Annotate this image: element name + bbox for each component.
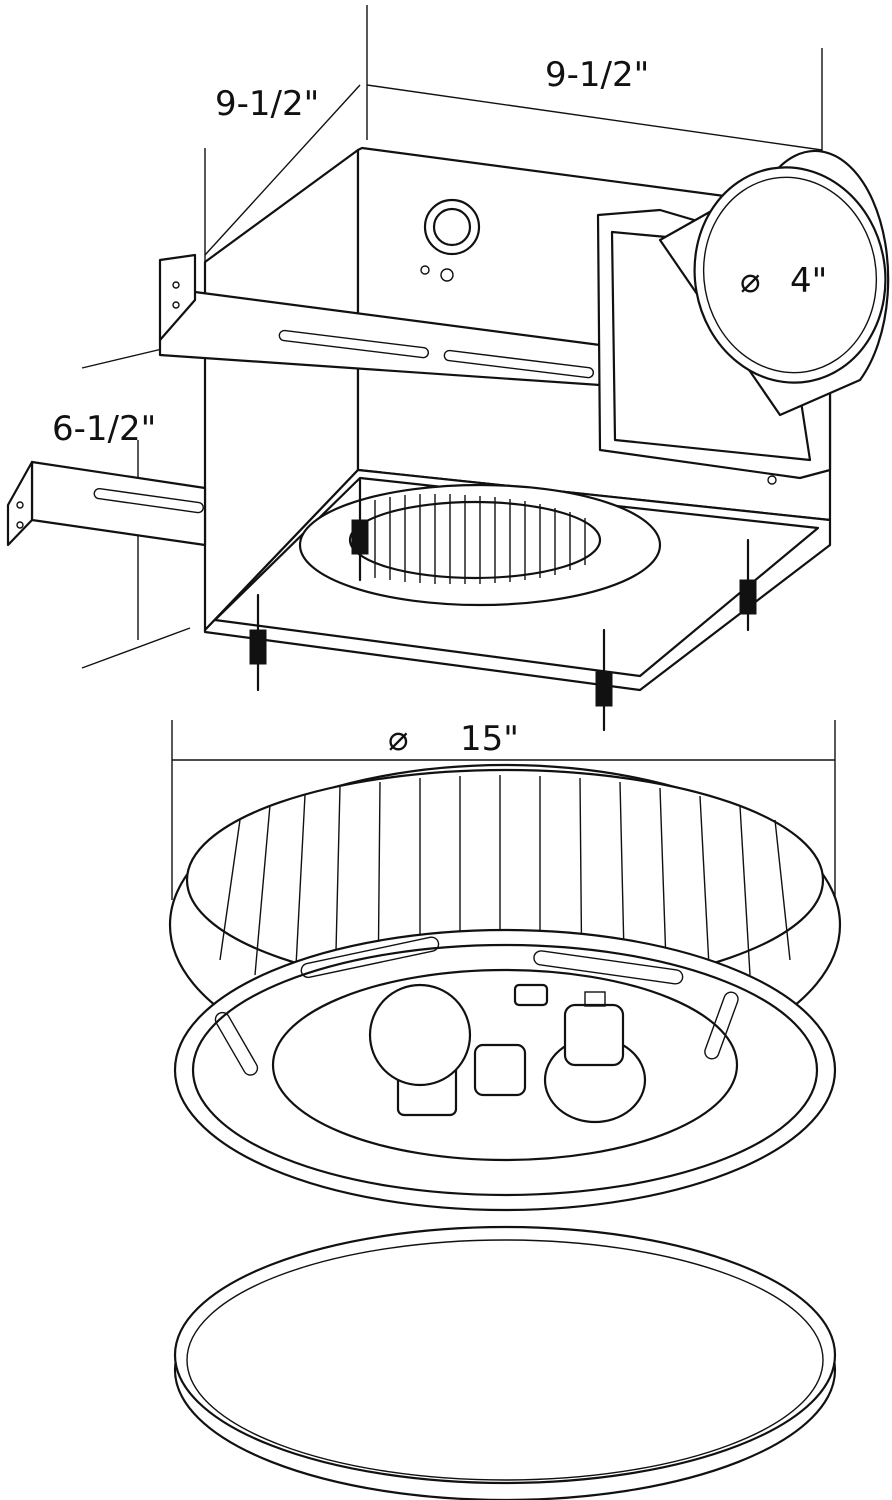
mounting-bracket-left bbox=[6, 460, 207, 547]
duct-diameter-label: 4" bbox=[790, 261, 827, 301]
grille-assembly bbox=[168, 720, 842, 1212]
duct-diameter-symbol: ⌀ bbox=[740, 261, 760, 301]
mounting-bracket-top bbox=[158, 253, 602, 387]
incandescent-bulb-icon bbox=[368, 983, 472, 1117]
height-dimension-label: 6-1/2" bbox=[52, 409, 156, 449]
led-bulb-icon bbox=[543, 991, 647, 1124]
width-dimension-label: 9-1/2" bbox=[545, 55, 649, 95]
fan-housing bbox=[6, 5, 890, 732]
grille-diameter-symbol: ⌀ bbox=[388, 719, 408, 759]
depth-dimension-label: 9-1/2" bbox=[215, 84, 319, 124]
mounting-studs bbox=[249, 478, 757, 732]
duct-collar bbox=[596, 149, 890, 485]
blower-wheel-blades bbox=[359, 494, 586, 584]
grille-slots bbox=[214, 936, 739, 1076]
grille-diameter-label: 15" bbox=[460, 719, 519, 759]
light-lens-cover bbox=[173, 1225, 837, 1500]
